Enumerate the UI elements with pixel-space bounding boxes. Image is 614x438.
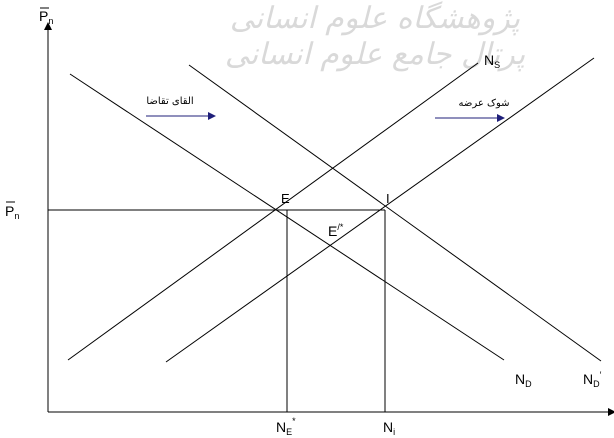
watermark-top: پژوهشگاه علوم انسانی xyxy=(230,1,520,36)
point-e-label: E xyxy=(281,191,290,206)
supply-shock-text: شوک عرضه xyxy=(458,98,509,109)
demand-shift-text: القای تقاضا xyxy=(146,96,193,107)
ni-label: Ni xyxy=(383,419,395,437)
y-axis-label: Pn xyxy=(39,8,53,26)
price-level-label: Pn xyxy=(5,203,19,221)
point-i-label: I xyxy=(386,191,390,206)
demand-curve-2 xyxy=(188,64,602,362)
ne-star-label: NE* xyxy=(276,416,296,437)
watermark-bottom: پرتال جامع علوم انسانی xyxy=(225,37,525,72)
demand-curve-2-label: ND′ xyxy=(583,370,602,389)
supply-curve-1 xyxy=(67,62,479,361)
supply-curve-label: NS xyxy=(484,52,500,70)
demand-curve-1 xyxy=(69,73,505,361)
point-e-star-label: E/* xyxy=(328,222,344,239)
demand-curve-1-label: ND xyxy=(515,371,532,389)
supply-curve-2 xyxy=(165,57,595,363)
